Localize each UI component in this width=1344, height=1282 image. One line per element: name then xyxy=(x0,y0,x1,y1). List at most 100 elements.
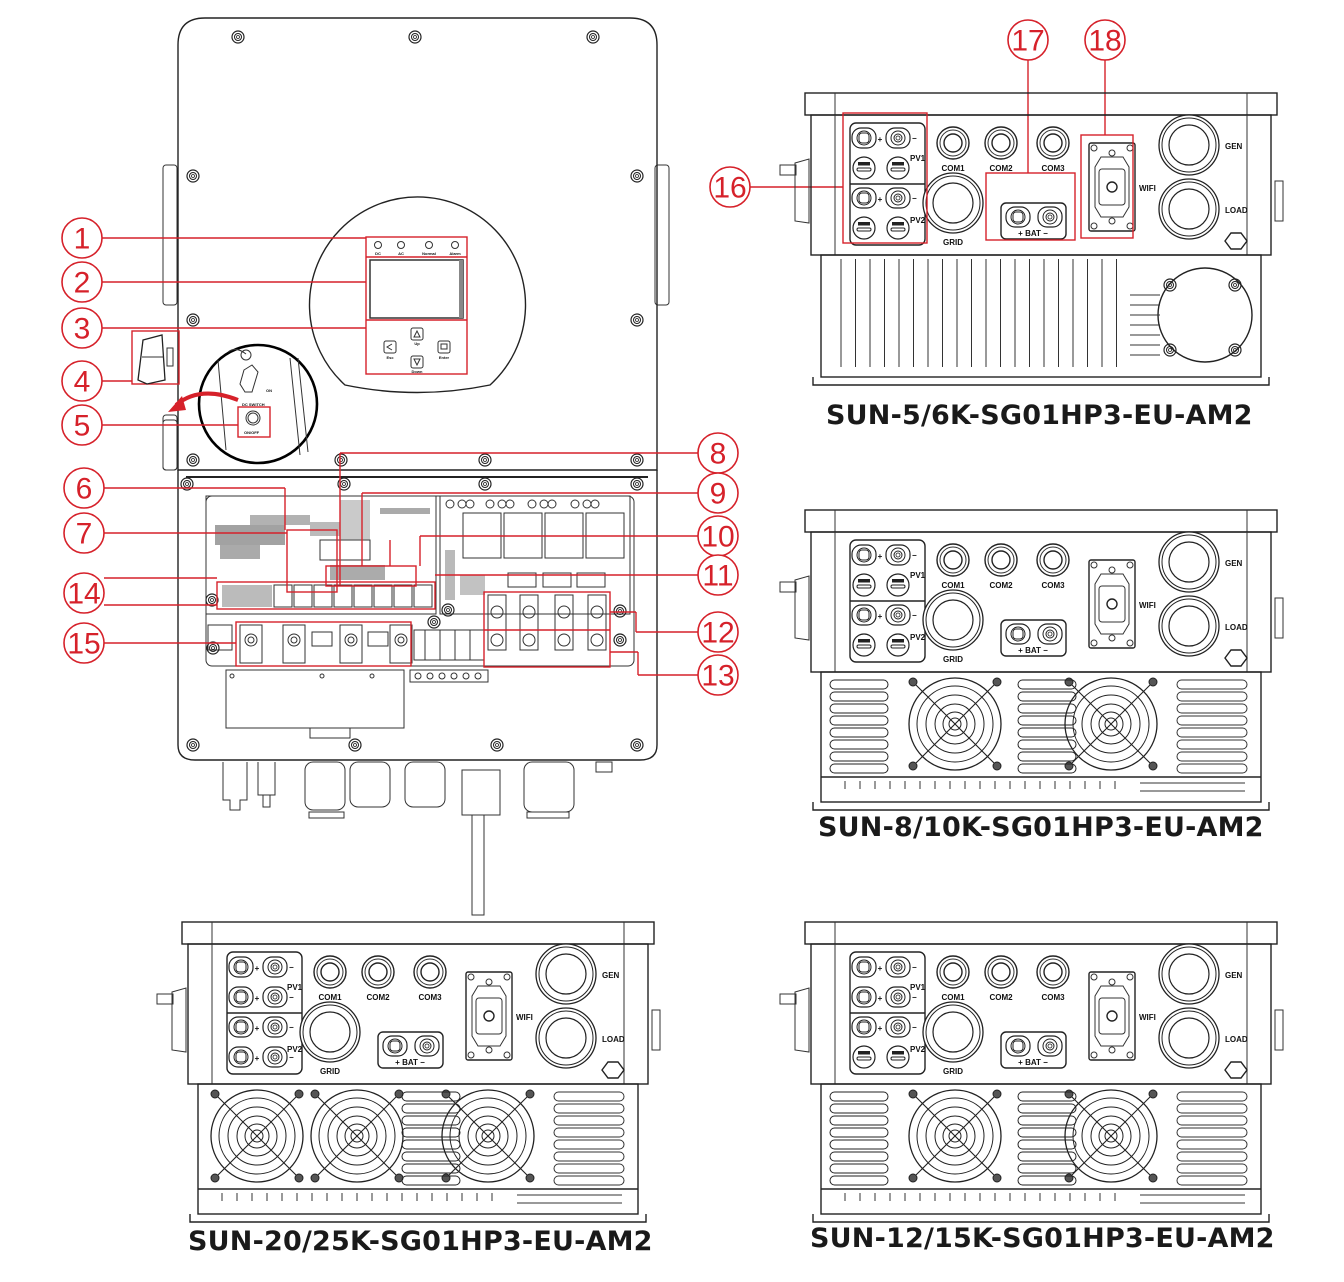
callouts: 1 2 3 4 5 6 7 14 15 8 9 10 11 12 13 16 1… xyxy=(61,19,1126,696)
left-handle xyxy=(171,987,187,1053)
minus-sign: − xyxy=(912,611,917,620)
button-enter[interactable]: Enter xyxy=(437,340,451,360)
dc-switch-knob xyxy=(779,164,797,176)
vent-slot xyxy=(1017,1151,1077,1162)
grid-label: GRID xyxy=(943,1067,963,1076)
svg-text:2: 2 xyxy=(74,267,91,300)
minus-sign: − xyxy=(912,1023,917,1032)
callout-2: 2 xyxy=(61,261,103,303)
right-handle xyxy=(651,1009,661,1051)
plus-sign: + xyxy=(878,135,883,144)
sealing-plug xyxy=(886,216,910,240)
right-handle xyxy=(1274,1009,1284,1051)
load-port: LOAD xyxy=(1158,1007,1248,1069)
vent-valve xyxy=(1224,1061,1248,1079)
cooling-fan xyxy=(1064,677,1158,771)
plus-sign: + xyxy=(255,1054,260,1063)
top-lid xyxy=(804,509,1278,533)
vent-slot xyxy=(1017,727,1077,738)
button-down[interactable]: Down xyxy=(410,355,424,374)
right-handle xyxy=(1274,597,1284,639)
sealing-plug xyxy=(852,1045,876,1069)
grid-port: GRID xyxy=(299,1001,361,1076)
wifi-label: WIFI xyxy=(1139,184,1156,193)
plus-sign: + xyxy=(255,994,260,1003)
led-indicators: DC AC Normal Alarm xyxy=(374,241,461,256)
button-up[interactable]: Up xyxy=(410,327,424,346)
minus-sign: − xyxy=(289,1023,294,1032)
pv-plus-connector xyxy=(851,956,877,978)
vent-slot xyxy=(829,1175,889,1186)
onoff-label: ON/OFF xyxy=(244,430,260,435)
vent-slot xyxy=(1176,1175,1248,1186)
vent-slot xyxy=(1017,1163,1077,1174)
vent-slot xyxy=(829,763,889,774)
callout-5: 5 xyxy=(61,404,103,446)
com3-port-label: COM3 xyxy=(1041,993,1065,1002)
model-title-20-25k: SUN-20/25K-SG01HP3-EU-AM2 xyxy=(188,1226,653,1257)
com3-port-label: COM3 xyxy=(1041,581,1065,590)
cooling-fan xyxy=(908,677,1002,771)
vent-slot xyxy=(829,1151,889,1162)
wifi-label: WIFI xyxy=(516,1013,533,1022)
highlight-wifi-18 xyxy=(1080,134,1134,239)
highlight-pv-16 xyxy=(842,112,928,244)
battery-port: + BAT − xyxy=(1000,1031,1067,1069)
dc-switch-knob xyxy=(779,581,797,593)
vent-slot xyxy=(829,1139,889,1150)
left-handle xyxy=(794,575,810,641)
mounting-rail xyxy=(812,1214,1270,1223)
vent-slot xyxy=(829,703,889,714)
wifi-port: WIFI xyxy=(1088,971,1156,1061)
vent-valve xyxy=(1224,232,1248,250)
vent-slot xyxy=(1176,1091,1248,1102)
top-lid xyxy=(804,921,1278,945)
callout-6: 6 xyxy=(63,467,105,509)
svg-text:13: 13 xyxy=(701,660,734,693)
svg-text:5: 5 xyxy=(74,410,91,443)
bat-label: + BAT − xyxy=(1018,229,1048,238)
pv-plus-connector xyxy=(851,187,877,209)
cooling-fan xyxy=(310,1089,404,1183)
com1-port-label: COM1 xyxy=(941,993,965,1002)
svg-text:1: 1 xyxy=(74,223,91,256)
highlight-bat-17 xyxy=(985,172,1076,241)
callout-18: 18 xyxy=(1084,19,1126,61)
vent-slot xyxy=(829,727,889,738)
plus-sign: + xyxy=(878,1024,883,1033)
gen-port: GEN xyxy=(1158,943,1243,1005)
vent-slot xyxy=(401,1163,461,1174)
wifi-port: WIFI xyxy=(1088,559,1156,649)
grid-port: GRID xyxy=(922,1001,984,1076)
pv-minus-connector xyxy=(262,1046,288,1068)
sealing-plug xyxy=(852,216,876,240)
gen-port: GEN xyxy=(1158,531,1243,593)
gen-label: GEN xyxy=(1225,142,1243,151)
vent-slot xyxy=(1176,1103,1248,1114)
sealing-plug xyxy=(886,633,910,657)
vent-slot xyxy=(401,1175,461,1186)
dc-switch-knob[interactable] xyxy=(131,330,180,385)
pv-plus-connector xyxy=(228,986,254,1008)
load-port: LOAD xyxy=(1158,178,1248,240)
callout-3: 3 xyxy=(61,307,103,349)
pv-plus-connector xyxy=(228,1046,254,1068)
com2-port: COM2 xyxy=(984,543,1018,590)
vent-slot xyxy=(1017,1103,1077,1114)
vent-slot xyxy=(829,1103,889,1114)
svg-text:11: 11 xyxy=(702,560,733,593)
vent-slot xyxy=(829,751,889,762)
minus-sign: − xyxy=(289,993,294,1002)
sealing-plug xyxy=(886,1045,910,1069)
button-esc[interactable]: Esc xyxy=(383,340,397,360)
com2-port-label: COM2 xyxy=(366,993,390,1002)
minus-sign: − xyxy=(289,963,294,972)
vent-slot xyxy=(553,1091,625,1102)
com3-port: COM3 xyxy=(413,955,447,1002)
pv-plus-connector xyxy=(851,986,877,1008)
sealing-plug xyxy=(852,573,876,597)
